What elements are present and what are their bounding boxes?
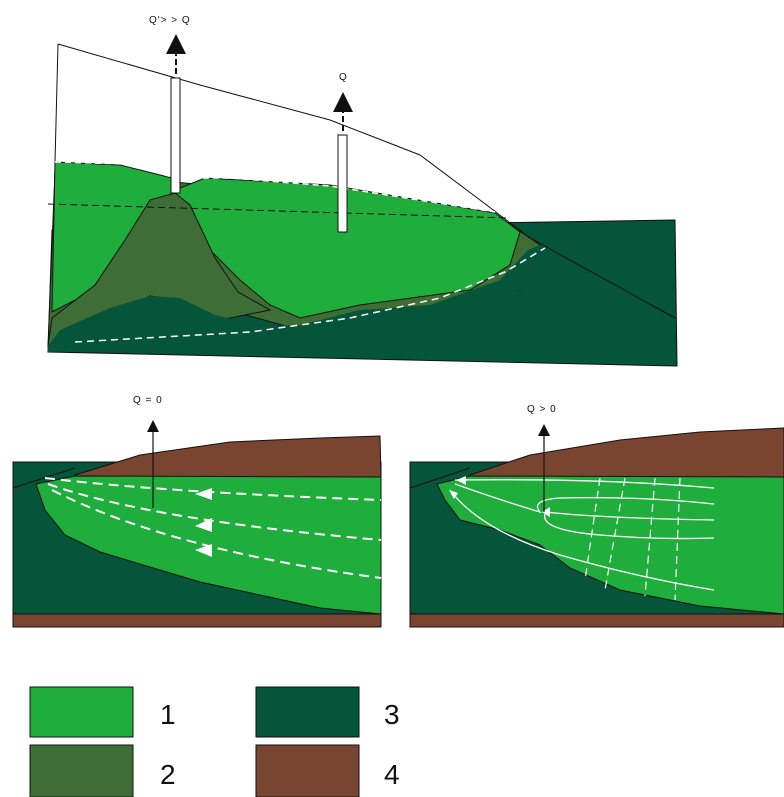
br-brown-cap [469,427,784,479]
br-flow-line-2 [454,483,715,514]
legend-label-4: 4 [384,759,400,790]
top-land-surface [57,43,676,319]
br-equipotential-1 [584,477,601,581]
top-left-edge [54,43,59,163]
br-flow-line-3 [544,511,715,521]
top-reference-level [47,203,511,219]
legend-label-2: 2 [160,759,176,790]
br-flow-line-5 [449,489,715,591]
br-arrowhead-3 [542,507,550,517]
legend-label-3: 3 [384,699,400,730]
top-water-table [54,161,496,213]
legend-label-1: 1 [160,699,176,730]
bl-arrowhead-1 [195,488,212,500]
legend-swatch-3 [255,686,360,738]
br-equipotential-2 [604,477,626,591]
br-flow-line-4 [544,513,715,540]
bl-flow-line-1 [44,477,382,501]
br-equipotential-4 [674,477,681,601]
left-well-label: Q'> > Q [149,15,191,26]
br-surface-line [409,467,471,489]
br-label: Q > 0 [527,404,557,415]
top-cross-section: Q'> > Q Q [47,15,678,367]
right-well [337,134,348,233]
bl-arrowhead-3 [195,544,212,557]
bl-flow-line-2 [47,483,382,541]
legend-swatch-4 [255,744,360,797]
top-dark-lens [48,245,545,352]
right-well-label: Q [339,72,348,83]
br-brown-base [409,613,784,628]
legend: 1 2 3 4 [29,686,400,797]
br-arrowhead-2 [449,490,458,499]
bottom-right-section: Q > 0 [409,404,784,628]
br-equipotential-3 [644,477,656,597]
bl-brown-base [12,613,382,628]
legend-swatch-1 [29,686,134,738]
bl-label: Q = 0 [133,395,163,406]
br-arrowhead-1 [456,476,466,485]
bottom-left-section: Q = 0 [12,395,382,628]
legend-swatch-2 [29,744,134,797]
br-flow-line-1 [454,479,715,489]
left-well [170,77,181,194]
bl-brown-cap [74,435,382,479]
bl-arrowhead-2 [195,518,212,532]
bl-surface-line [12,467,76,489]
top-lower-boundary [74,247,546,343]
bl-flow-line-3 [51,489,382,579]
br-light-green-aquifer [436,475,784,615]
